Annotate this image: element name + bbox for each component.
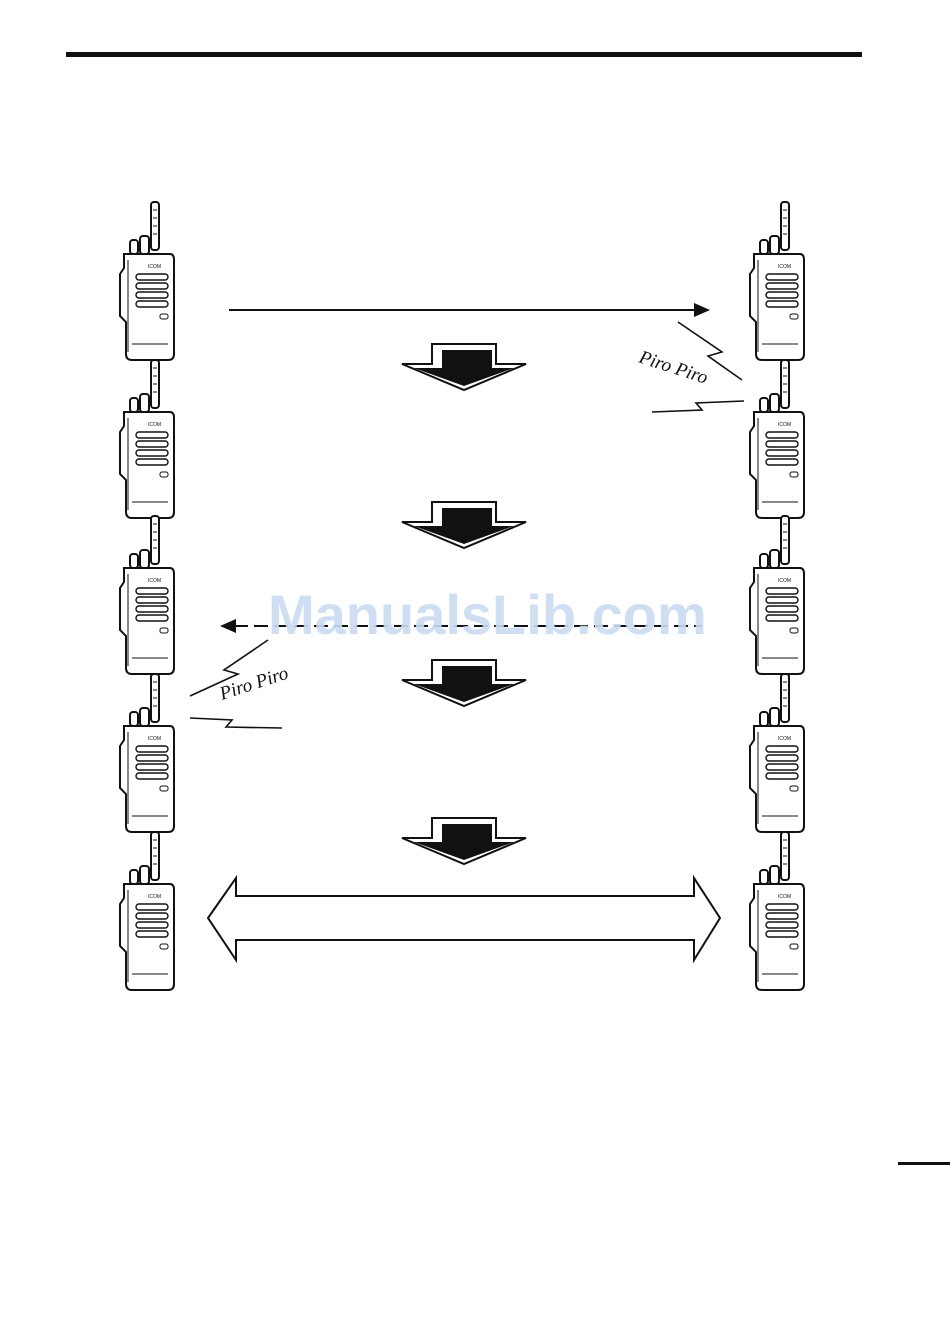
beep-label-left: Piro Piro: [216, 663, 291, 705]
transmit-arrow-right: [229, 303, 710, 317]
radio-right-5: [750, 832, 804, 990]
watermark: ManualsLib.com: [268, 582, 707, 647]
radio-right-4: [750, 674, 804, 832]
step-arrow-3: [402, 660, 526, 706]
radio-right-3: [750, 516, 804, 674]
radio-right-1: [750, 202, 804, 360]
radio-right-2: [750, 360, 804, 518]
two-way-arrow: [208, 878, 720, 960]
radio-left-5: [120, 832, 174, 990]
radio-left-3: [120, 516, 174, 674]
radio-left-1: [120, 202, 174, 360]
radio-left-2: [120, 360, 174, 518]
page-number-rule: [898, 1162, 950, 1165]
radio-left-4: [120, 674, 174, 832]
step-arrow-2: [402, 502, 526, 548]
step-arrow-1: [402, 344, 526, 390]
beep-label-right: Piro Piro: [636, 346, 711, 388]
header-rule: [66, 52, 862, 57]
step-arrow-4: [402, 818, 526, 864]
